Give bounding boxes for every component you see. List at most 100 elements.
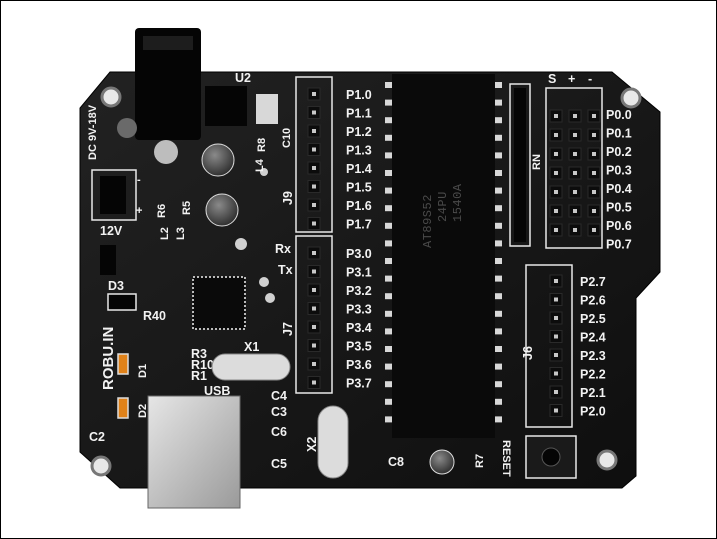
mcu-pin (492, 99, 502, 106)
port-pin-label: P3.2 (346, 284, 372, 298)
port-pin-label: P1.7 (346, 218, 372, 232)
port-pin-label: P1.1 (346, 107, 372, 121)
mcu-pin (492, 187, 502, 194)
j9-pin-header (307, 87, 321, 230)
j9-pin-tip (312, 166, 316, 170)
j9-pin-tip (312, 203, 316, 207)
port-pin-label: P3.7 (346, 377, 372, 391)
port-pin-label: P0.0 (606, 108, 632, 122)
resistor-network (514, 88, 526, 242)
j6-pin-tip (554, 316, 558, 320)
j6-pin-tip (554, 279, 558, 283)
r8-label: R8 (256, 138, 268, 152)
d1-label: D1 (137, 364, 149, 378)
p0-pin-tip (592, 190, 596, 194)
port-pin-label: P3.6 (346, 358, 372, 372)
rn-outline (509, 83, 531, 247)
r5-label: R5 (181, 201, 193, 215)
mcu-pin (492, 328, 502, 335)
via-hole (235, 238, 247, 250)
port-pin-label: P2.7 (580, 275, 606, 289)
p0-pin-tip (554, 190, 558, 194)
mcu-pin (385, 222, 395, 229)
port3-labels: P3.0P3.1P3.2P3.3P3.4P3.5P3.6P3.7 (346, 247, 372, 391)
port-pin-label: P0.4 (606, 182, 632, 196)
mcu-pin (385, 381, 395, 388)
port-pin-label: P2.3 (580, 349, 606, 363)
reset-button-cap[interactable] (541, 447, 561, 467)
mcu-pin (385, 363, 395, 370)
polarity-plus: + (136, 205, 142, 217)
c8-label: C8 (388, 455, 404, 469)
mcu-pin (385, 152, 395, 159)
p0-pin-tip (573, 114, 577, 118)
c5-label: C5 (271, 457, 287, 471)
via-hole (259, 277, 269, 287)
l3-label: L3 (175, 227, 187, 240)
mcu-pin (492, 152, 502, 159)
p0-pin-tip (554, 152, 558, 156)
port-pin-label: P3.5 (346, 340, 372, 354)
mcu-marking-line2: 24PU (436, 191, 450, 222)
p0-pin-tip (592, 152, 596, 156)
r7-label: R7 (474, 454, 486, 468)
port-pin-label: P3.3 (346, 303, 372, 317)
crystal-x1 (211, 353, 291, 381)
mcu-pins (385, 82, 502, 423)
port-pin-label: P2.0 (580, 405, 606, 419)
mcu-pin (385, 99, 395, 106)
mcu-pin (385, 117, 395, 124)
p0-pin-tip (573, 228, 577, 232)
port0-labels: P0.0P0.1P0.2P0.3P0.4P0.5P0.6P0.7 (606, 108, 632, 252)
mcu-pin (492, 381, 502, 388)
j9-pin-tip (312, 92, 316, 96)
port-pin-label: P0.1 (606, 127, 632, 141)
reset-button[interactable] (525, 435, 577, 479)
polarity-minus: - (137, 174, 141, 186)
j7-label: J7 (281, 322, 295, 336)
j7-outline (295, 235, 333, 394)
led-d2 (117, 397, 129, 419)
power-jumper (100, 176, 126, 214)
mcu-pin (385, 187, 395, 194)
d2-label: D2 (137, 404, 149, 418)
port-pin-label: P1.6 (346, 199, 372, 213)
port-pin-label: P2.4 (580, 331, 606, 345)
mcu-pin (385, 328, 395, 335)
c6-label: C6 (271, 425, 287, 439)
u2-label: U2 (235, 71, 251, 85)
power-input-label: DC 9V-18V (87, 104, 99, 160)
port-pin-label: P3.4 (346, 321, 372, 335)
reset-label: RESET (500, 440, 512, 477)
mcu-pin (385, 310, 395, 317)
port1-labels: P1.0P1.1P1.2P1.3P1.4P1.5P1.6P1.7 (346, 88, 372, 232)
r6-label: R6 (156, 204, 168, 218)
mcu-pin (385, 416, 395, 423)
r40-label: R40 (143, 309, 166, 323)
p0-pin-tip (592, 171, 596, 175)
j9-pin-tip (312, 147, 316, 152)
port-pin-label: P0.6 (606, 219, 632, 233)
port-pin-label: P2.1 (580, 386, 606, 400)
usb-label: USB (204, 384, 230, 398)
port-pin-label: P0.2 (606, 145, 632, 159)
mcu-pin (492, 222, 502, 229)
j6-pin-tip (554, 334, 558, 339)
p0-pin-tip (573, 152, 577, 156)
j7-pin-tip (312, 362, 316, 366)
mcu-pin (492, 205, 502, 212)
mcu-pin (385, 82, 395, 88)
j7-pin-tip (312, 251, 316, 255)
p0-outline (545, 87, 603, 249)
mcu-pin (492, 310, 502, 317)
j6-pin-tip (554, 353, 558, 357)
j7-pin-tip (312, 343, 316, 348)
mcu-pin (385, 275, 395, 282)
port-pin-label: P3.0 (346, 247, 372, 261)
voltage-regulator-u2 (205, 86, 247, 126)
p0-pin-tip (554, 209, 558, 213)
mcu-pin (492, 275, 502, 282)
r1-label: R1 (191, 369, 207, 383)
status-led (117, 118, 137, 138)
mcu-marking-line1: AT89S52 (421, 194, 435, 248)
